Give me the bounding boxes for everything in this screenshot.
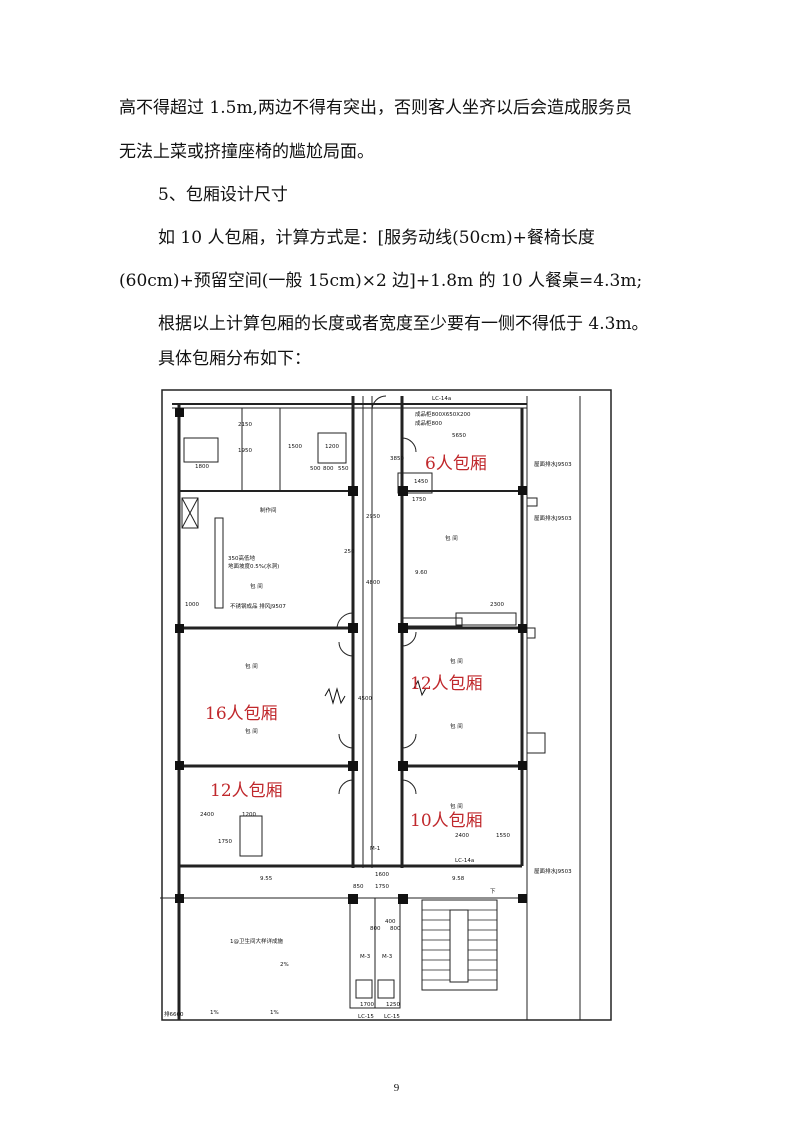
text-line-5: (60cm)+预留空间(一般 15cm)×2 边]+1.8m 的 10 人餐桌=…	[119, 271, 643, 291]
dim-22: 1750	[218, 839, 232, 845]
dim-2: 1950	[238, 448, 252, 454]
room-name-5: 包 间	[245, 727, 258, 735]
room-label-6: 6人包厢	[425, 454, 487, 474]
dim-0: 1800	[195, 464, 209, 470]
room-label-12b: 12人包厢	[210, 781, 283, 801]
dim-31b: 800	[390, 926, 401, 932]
dim-26: 850	[353, 884, 364, 890]
dim-29: 9.58	[452, 876, 465, 882]
note-5: 不锈钢成品 排风J9507	[230, 602, 286, 610]
dim-33: 1250	[386, 1002, 400, 1008]
dim-16: 250	[344, 549, 355, 555]
tag-16: M-3	[360, 954, 371, 960]
dim-9: 3850	[390, 456, 404, 462]
note-6: 350高低地	[228, 554, 255, 562]
dim-26b: 1750	[375, 884, 389, 890]
note-1: 成品柜800	[415, 419, 442, 427]
dim-10: 1450	[414, 479, 428, 485]
note-3: 屋面排水J9503	[534, 514, 572, 522]
note-7: 地面坡度0.5%(水洞)	[228, 562, 279, 570]
floor-plan: 6人包厢 12人包厢 16人包厢 12人包厢 10人包厢 制作间 包 间 包 间…	[160, 389, 612, 1021]
kitchen-label: 制作间	[260, 506, 277, 514]
dim-11: 1750	[412, 497, 426, 503]
page-number: 9	[393, 1082, 400, 1094]
dim-15: 4800	[366, 580, 380, 586]
dim-6: 800	[323, 466, 334, 472]
dim-32: 1700	[360, 1002, 374, 1008]
section-heading: 5、包厢设计尺寸	[158, 185, 288, 205]
note-4: 屋面排水J9503	[534, 867, 572, 875]
note-12: 下	[490, 888, 496, 895]
dim-21: 4500	[358, 696, 372, 702]
room-name-4: 包 间	[450, 657, 463, 665]
tag-0: LC-14a	[432, 396, 451, 402]
dim-5: 500	[310, 466, 321, 472]
dim-17: 2300	[490, 602, 504, 608]
room-label-16: 16人包厢	[205, 704, 278, 724]
dim-7: 550	[338, 466, 349, 472]
room-name-7: 包 间	[450, 802, 463, 810]
note-2: 屋面排水J9503	[534, 460, 572, 468]
note-10: 1%	[210, 1010, 219, 1016]
tag-10: M-1	[370, 846, 380, 852]
dim-23: 2400	[200, 812, 214, 818]
note-11: 1%	[270, 1010, 279, 1016]
dim-12: 5650	[452, 433, 466, 439]
text-line-4: 如 10 人包厢，计算方式是：[服务动线(50cm)+餐椅长度	[158, 228, 595, 248]
dim-28: 9.55	[260, 876, 273, 882]
dim-13: 2950	[366, 514, 380, 520]
text-line-7: 具体包厢分布如下：	[158, 349, 311, 369]
dim-25: 1550	[496, 833, 510, 839]
room-name-6: 包 间	[450, 722, 463, 730]
room-label-10: 10人包厢	[410, 811, 483, 831]
dim-24b: 2400	[455, 833, 469, 839]
tag-17: M-3	[382, 954, 393, 960]
dim-3: 1500	[288, 444, 302, 450]
dim-8: 1000	[185, 602, 199, 608]
dim-4: 1200	[325, 444, 339, 450]
tag-6: LC-15	[358, 1014, 374, 1020]
note-13: 排6600	[164, 1010, 184, 1018]
dim-30: 400	[385, 919, 396, 925]
dim-24: 1200	[242, 812, 256, 818]
dim-1: 2150	[238, 422, 252, 428]
room-name-3: 包 间	[245, 662, 258, 670]
dim-31: 800	[370, 926, 381, 932]
room-label-12a: 12人包厢	[410, 674, 483, 694]
note-0: 成品柜800X650X200	[415, 410, 471, 418]
note-8: 1@卫生间大样详成施	[230, 937, 283, 945]
tag-7: LC-15	[384, 1014, 400, 1020]
room-name-1: 包 间	[445, 534, 458, 542]
dim-27: 1600	[375, 872, 389, 878]
note-9: 2%	[280, 962, 289, 968]
tag-1: LC-14a	[455, 858, 474, 864]
text-line-1: 高不得超过 1.5m,两边不得有突出，否则客人坐齐以后会造成服务员	[119, 98, 632, 118]
text-line-6: 根据以上计算包厢的长度或者宽度至少要有一侧不得低于 4.3m。	[158, 314, 649, 334]
dim-14: 9.60	[415, 570, 428, 576]
text-line-2: 无法上菜或挤撞座椅的尴尬局面。	[119, 142, 374, 162]
room-name-2: 包 间	[250, 582, 263, 590]
